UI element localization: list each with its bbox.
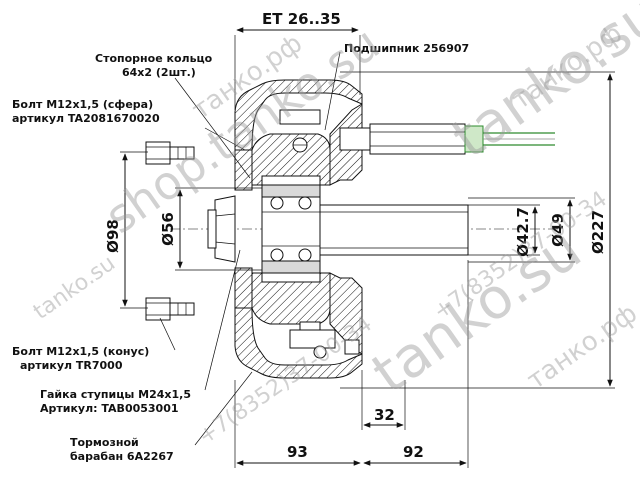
callout-retaining-ring-line1: Стопорное кольцо — [95, 52, 213, 65]
bearing-256907 — [261, 184, 321, 274]
hub-body-upper — [251, 133, 331, 186]
dim-d49: Ø49 — [549, 213, 567, 247]
callout-retaining-ring-line2: 64x2 (2шт.) — [122, 66, 196, 79]
brake-drum-lower — [234, 307, 363, 379]
hub-section-view — [145, 79, 560, 379]
dim-et: ET 26..35 — [262, 10, 341, 28]
watermark-tanko-rf-3: танко.рф — [522, 298, 640, 395]
watermark-tanko-su-3: tanko.su — [29, 251, 120, 325]
dim-93: 93 — [287, 443, 308, 461]
dimension-lines — [120, 27, 615, 468]
dim-d227: Ø227 — [589, 210, 607, 254]
callout-bolt-cone-line1: Болт M12x1,5 (конус) — [12, 345, 149, 358]
wheel-bolt-sphere — [145, 141, 195, 165]
callout-drum-line2: барабан 6А2267 — [70, 450, 174, 463]
axle-shaft — [319, 204, 469, 256]
callout-hub-nut-line1: Гайка ступицы M24x1,5 — [40, 388, 191, 401]
hub-nut — [207, 195, 236, 263]
callout-bolt-sphere-line1: Болт M12x1,5 (сфера) — [12, 98, 153, 111]
callout-labels: Стопорное кольцо 64x2 (2шт.) Подшипник 2… — [12, 42, 469, 463]
dim-92: 92 — [403, 443, 424, 461]
callout-bolt-cone-line2: артикул TR7000 — [20, 359, 123, 372]
wheel-bolt-cone — [145, 297, 195, 321]
callout-hub-nut-line2: Артикул: TAB0053001 — [40, 402, 179, 415]
dim-d42: Ø42.7 — [514, 207, 532, 257]
callout-drum-line1: Тормозной — [70, 436, 139, 449]
callout-leaders — [159, 51, 341, 446]
brake-adjuster-lower — [289, 321, 360, 359]
flange-lower — [234, 267, 253, 309]
brake-adjuster-upper — [279, 109, 321, 153]
callout-bolt-sphere-line2: артикул TA2081670020 — [12, 112, 160, 125]
brake-drum-upper — [234, 79, 363, 151]
dimension-labels: ET 26..35 Ø98 Ø56 Ø42.7 Ø49 Ø227 32 93 9… — [104, 10, 607, 461]
dim-32: 32 — [374, 406, 395, 424]
hub-body-lower — [251, 272, 331, 325]
watermark-phone-1: +7(8352)37-00-34 — [194, 312, 377, 450]
callout-bearing: Подшипник 256907 — [344, 42, 469, 55]
dim-d98: Ø98 — [104, 219, 122, 253]
flange-upper — [234, 149, 253, 191]
dim-d56: Ø56 — [159, 212, 177, 246]
abs-sensor-cable — [339, 123, 555, 155]
